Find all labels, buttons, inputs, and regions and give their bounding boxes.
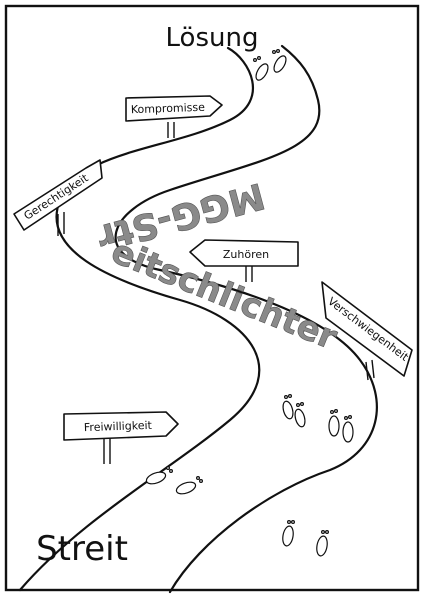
footprints-top — [253, 48, 287, 81]
sign-gerechtigkeit: Gerechtigkeit — [13, 159, 103, 236]
goal-label: Lösung — [166, 23, 259, 53]
svg-text:Freiwilligkeit: Freiwilligkeit — [84, 419, 153, 434]
start-label: Streit — [36, 529, 128, 569]
svg-text:Zuhören: Zuhören — [223, 248, 269, 261]
svg-text:Kompromisse: Kompromisse — [131, 101, 206, 117]
footprints-middle-right — [328, 409, 354, 443]
page-frame — [4, 4, 420, 592]
road-right-edge — [114, 44, 378, 594]
road-left-edge — [18, 46, 261, 592]
footprints-middle-left — [282, 394, 306, 428]
footprints-bottom-left — [145, 466, 204, 495]
sign-freiwilligkeit: Freiwilligkeit — [63, 411, 179, 464]
sign-zuhoeren: Zuhören — [189, 239, 299, 282]
footprints-bottom-right — [282, 519, 330, 557]
sign-kompromisse: Kompromisse — [125, 95, 223, 138]
